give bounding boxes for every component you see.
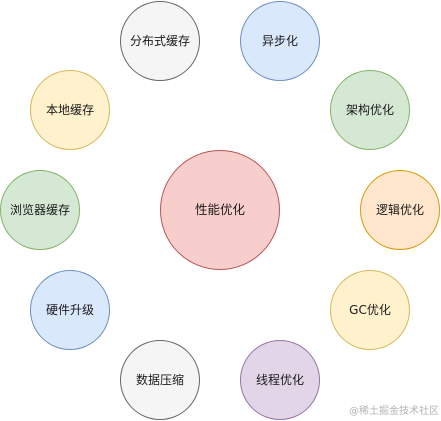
node-distributed-cache: 分布式缓存 xyxy=(120,1,200,81)
node-performance-optimization: 性能优化 xyxy=(160,150,280,270)
node-label: 异步化 xyxy=(261,34,298,48)
node-label: 线程优化 xyxy=(255,373,304,387)
node-local-cache: 本地缓存 xyxy=(30,70,110,150)
node-label: 浏览器缓存 xyxy=(9,203,70,217)
node-label: 性能优化 xyxy=(194,201,245,217)
node-label: 逻辑优化 xyxy=(375,203,424,217)
node-label: 分布式缓存 xyxy=(129,34,190,48)
node-label: GC优化 xyxy=(349,303,391,317)
node-hardware-upgrade: 硬件升级 xyxy=(30,270,110,350)
node-label: 数据压缩 xyxy=(135,373,184,387)
node-label: 本地缓存 xyxy=(45,103,94,117)
node-logic-optimization: 逻辑优化 xyxy=(360,170,440,250)
node-data-compression: 数据压缩 xyxy=(120,340,200,420)
node-label: 硬件升级 xyxy=(45,303,94,317)
node-architecture-optimization: 架构优化 xyxy=(330,70,410,150)
watermark: @稀土掘金技术社区 xyxy=(349,406,439,417)
node-gc-optimization: GC优化 xyxy=(330,270,410,350)
node-browser-cache: 浏览器缓存 xyxy=(0,170,80,250)
node-thread-optimization: 线程优化 xyxy=(240,340,320,420)
node-async: 异步化 xyxy=(240,1,320,81)
node-label: 架构优化 xyxy=(345,103,394,117)
